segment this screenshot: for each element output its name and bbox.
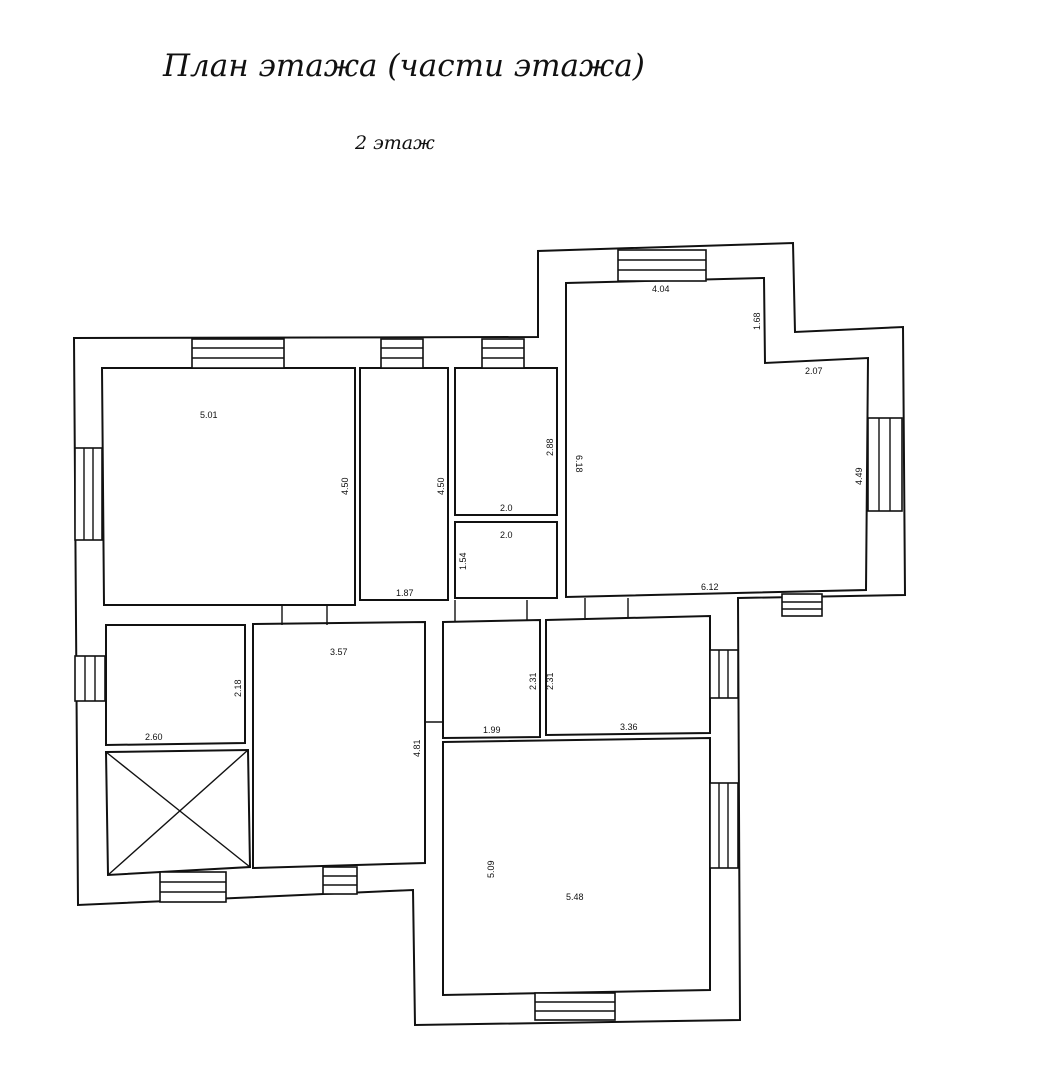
dim-label: 4.49 (854, 467, 864, 485)
dim-label: 3.57 (330, 647, 348, 657)
room-6 (105, 624, 246, 747)
dim-label: 1.68 (752, 312, 762, 330)
dim-label: 2.0 (500, 530, 513, 540)
window (534, 992, 616, 1021)
dim-label: 2.31 (528, 672, 538, 690)
dim-label: 2.60 (145, 732, 163, 742)
room-5 (565, 276, 870, 599)
dim-label: 1.87 (396, 588, 414, 598)
room-2 (359, 367, 449, 601)
window (481, 338, 525, 369)
window (322, 866, 358, 895)
dim-label: 2.0 (500, 503, 513, 513)
window (159, 871, 227, 903)
dim-label: 4.04 (652, 284, 670, 294)
dim-label: 4.50 (340, 477, 350, 495)
room-1 (100, 367, 356, 606)
stair-cross-line (107, 749, 249, 876)
dim-label: 5.09 (486, 860, 496, 878)
dim-label: 2.18 (233, 679, 243, 697)
window (380, 338, 424, 369)
dim-label: 4.50 (436, 477, 446, 495)
room-3 (454, 367, 558, 516)
dim-label: 3.36 (620, 722, 638, 732)
dim-label: 2.88 (545, 438, 555, 456)
dim-label: 2.07 (805, 366, 823, 376)
window (867, 417, 903, 512)
dim-label: 5.01 (200, 410, 218, 420)
window (709, 649, 739, 699)
dim-label: 6.12 (701, 582, 719, 592)
stair-cross-line (105, 751, 251, 868)
room-4 (454, 521, 558, 599)
room-9 (545, 614, 711, 737)
dim-label: 6.18 (574, 455, 584, 473)
outer-wall (72, 241, 907, 1027)
window (191, 338, 285, 369)
plan-title: План этажа (части этажа) (163, 48, 645, 84)
floor-label: 2 этаж (355, 132, 435, 154)
window (781, 593, 823, 617)
dim-label: 1.99 (483, 725, 501, 735)
window (74, 447, 103, 541)
window (74, 655, 106, 702)
dim-label: 1.54 (458, 552, 468, 570)
room-7 (252, 620, 426, 870)
dim-label: 5.48 (566, 892, 584, 902)
room-8 (442, 618, 541, 740)
dim-label: 2.31 (545, 672, 555, 690)
window (709, 782, 739, 869)
window (617, 249, 707, 282)
room-10 (442, 736, 711, 997)
dim-label: 4.81 (412, 739, 422, 757)
